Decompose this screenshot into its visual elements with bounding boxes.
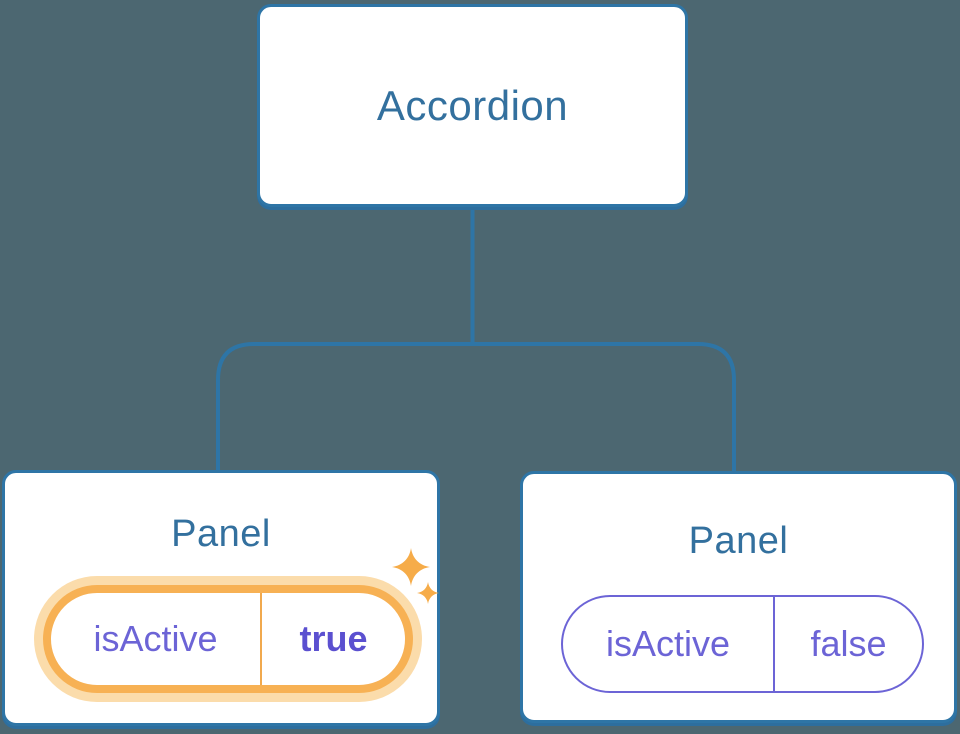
panel-node-inactive: Panel isActive false bbox=[520, 471, 957, 723]
prop-name-label: isActive bbox=[605, 623, 731, 664]
sparkle-large-icon bbox=[392, 548, 430, 586]
sparkles-icon bbox=[392, 548, 439, 604]
panel-node-active: Panel isActive true bbox=[2, 470, 440, 726]
prop-name-label: isActive bbox=[93, 618, 218, 659]
pill-divider bbox=[260, 593, 262, 685]
prop-value-label: true bbox=[299, 618, 368, 659]
pill-divider bbox=[773, 597, 775, 691]
connector-branch bbox=[216, 342, 736, 472]
accordion-node: Accordion bbox=[257, 4, 688, 207]
state-pill-inactive: isActive false bbox=[561, 595, 924, 693]
panel-title: Panel bbox=[688, 520, 789, 562]
sparkle-small-icon bbox=[417, 582, 439, 604]
prop-value-label: false bbox=[810, 623, 887, 664]
accordion-node-label: Accordion bbox=[376, 81, 569, 129]
state-pill-active: isActive true bbox=[43, 585, 413, 693]
panel-title: Panel bbox=[171, 513, 271, 555]
